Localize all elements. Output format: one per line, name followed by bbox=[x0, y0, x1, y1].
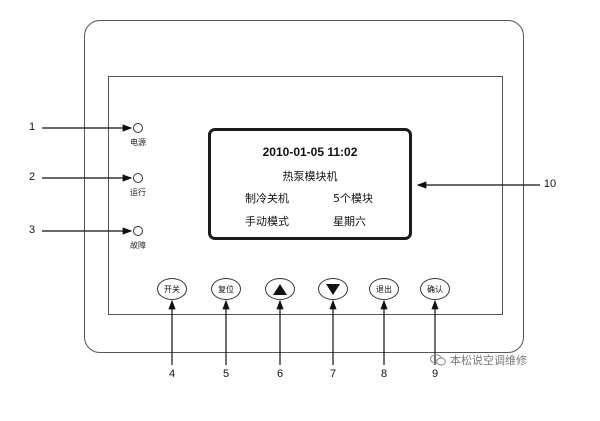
power-led-label: 电源 bbox=[130, 138, 146, 147]
controller-outer-frame bbox=[84, 20, 524, 353]
lcd-title: 热泵模块机 bbox=[282, 170, 338, 183]
callout-number-5: 5 bbox=[222, 368, 230, 380]
controller-inner-panel bbox=[108, 76, 503, 315]
callout-number-4: 4 bbox=[168, 368, 176, 380]
fault-led bbox=[133, 226, 143, 236]
exit-button[interactable]: 退出 bbox=[369, 278, 399, 300]
lcd-weekday: 星期六 bbox=[333, 215, 366, 228]
callout-number-7: 7 bbox=[329, 368, 337, 380]
lcd-display: 2010-01-05 11:02 热泵模块机 制冷关机 5个模块 手动模式 星期… bbox=[208, 128, 412, 240]
callout-number-9: 9 bbox=[431, 368, 439, 380]
up-button[interactable] bbox=[265, 278, 295, 300]
lcd-datetime: 2010-01-05 11:02 bbox=[262, 145, 358, 159]
lcd-control-mode: 手动模式 bbox=[245, 215, 289, 228]
confirm-button[interactable]: 确认 bbox=[420, 278, 450, 300]
lcd-mode: 制冷关机 bbox=[245, 192, 289, 205]
fault-led-label: 故障 bbox=[130, 241, 146, 250]
power-toggle-button[interactable]: 开关 bbox=[157, 278, 187, 300]
run-led-label: 运行 bbox=[130, 188, 146, 197]
callout-number-8: 8 bbox=[380, 368, 388, 380]
up-triangle-icon bbox=[273, 283, 287, 295]
watermark-text: 本松说空调维修 bbox=[450, 354, 527, 367]
chat-bubble-icon bbox=[430, 354, 446, 366]
down-triangle-icon bbox=[326, 283, 340, 295]
callout-number-6: 6 bbox=[276, 368, 284, 380]
callout-number-10: 10 bbox=[543, 178, 557, 190]
power-led bbox=[133, 123, 143, 133]
run-led bbox=[133, 173, 143, 183]
reset-button[interactable]: 复位 bbox=[211, 278, 241, 300]
lcd-modules: 5个模块 bbox=[333, 192, 373, 205]
callout-number-1: 1 bbox=[28, 121, 36, 133]
callout-number-2: 2 bbox=[28, 171, 36, 183]
callout-number-3: 3 bbox=[28, 224, 36, 236]
watermark: 本松说空调维修 bbox=[430, 352, 527, 368]
down-button[interactable] bbox=[318, 278, 348, 300]
